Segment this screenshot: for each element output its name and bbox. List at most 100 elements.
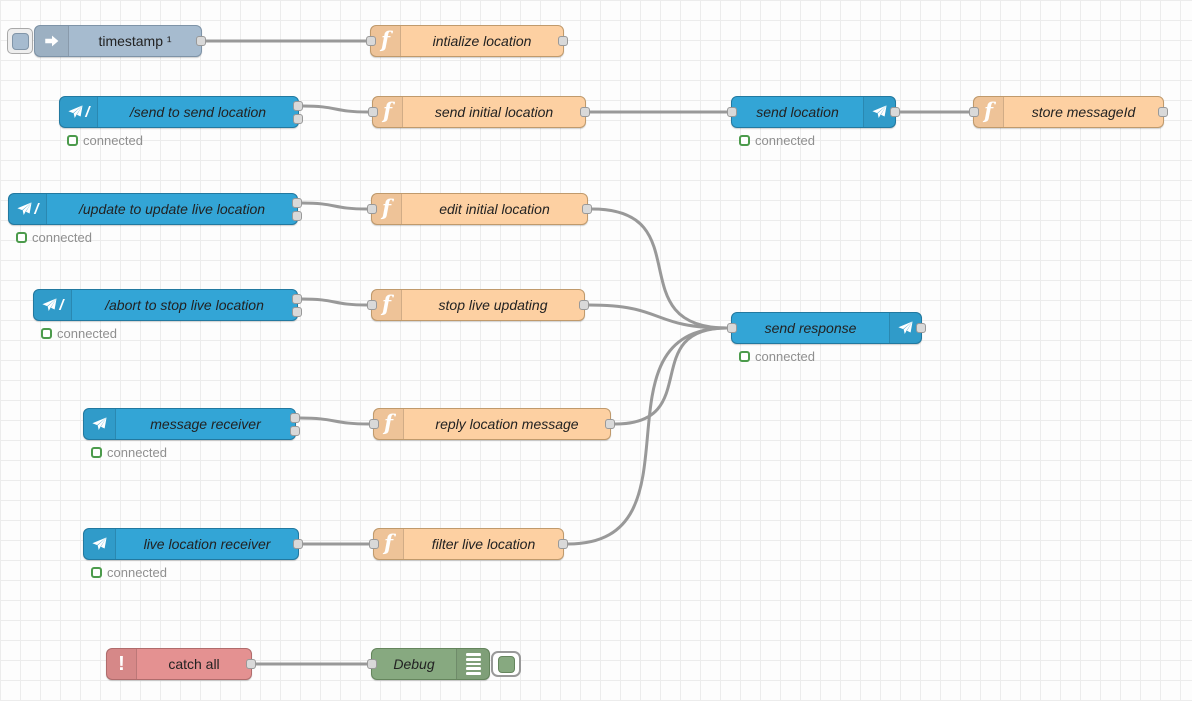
output-port[interactable] <box>890 107 900 117</box>
status-connected-icon <box>739 135 750 146</box>
node-label: stop live updating <box>438 296 548 313</box>
output-port[interactable] <box>558 36 568 46</box>
input-port[interactable] <box>969 107 979 117</box>
node-status: connected <box>16 230 92 245</box>
node-label: Debug <box>393 655 435 672</box>
output-port[interactable] <box>916 323 926 333</box>
function-icon: f <box>974 97 1004 127</box>
node-label: reply location message <box>435 415 579 432</box>
inject-arrow-icon <box>35 26 69 56</box>
input-port[interactable] <box>369 419 379 429</box>
status-text: connected <box>83 133 143 148</box>
input-port[interactable] <box>369 539 379 549</box>
wire[interactable] <box>300 297 369 307</box>
input-port[interactable] <box>367 204 377 214</box>
status-connected-icon <box>91 447 102 458</box>
wire[interactable] <box>587 303 729 330</box>
node-label: send location <box>756 103 839 120</box>
status-connected-icon <box>67 135 78 146</box>
output-port[interactable] <box>290 426 300 436</box>
node-debug[interactable]: Debug <box>367 648 521 680</box>
node-update-cmd[interactable]: //update to update live location <box>8 193 302 225</box>
output-port[interactable] <box>246 659 256 669</box>
status-text: connected <box>755 133 815 148</box>
node-label: live location receiver <box>143 535 271 552</box>
input-port[interactable] <box>366 36 376 46</box>
node-label: send initial location <box>434 103 554 120</box>
function-icon: f <box>372 194 402 224</box>
debug-toggle-button[interactable] <box>491 651 521 677</box>
node-send-initial[interactable]: f send initial location <box>368 96 590 128</box>
node-label: intialize location <box>432 32 532 49</box>
function-icon: f <box>374 529 404 559</box>
output-port[interactable] <box>290 413 300 423</box>
node-label: catch all <box>168 655 220 672</box>
telegram-plane-icon <box>863 97 895 127</box>
node-label: timestamp ¹ <box>98 32 172 49</box>
node-status: connected <box>739 349 815 364</box>
node-status: connected <box>739 133 815 148</box>
status-text: connected <box>57 326 117 341</box>
wire[interactable] <box>590 207 729 330</box>
output-port[interactable] <box>558 539 568 549</box>
output-port[interactable] <box>1158 107 1168 117</box>
debug-list-icon <box>456 649 489 679</box>
output-port[interactable] <box>605 419 615 429</box>
node-status: connected <box>91 565 167 580</box>
wire[interactable] <box>301 104 370 114</box>
telegram-command-icon: / <box>34 290 72 320</box>
input-port[interactable] <box>727 323 737 333</box>
output-port[interactable] <box>292 294 302 304</box>
inject-button[interactable] <box>7 28 33 54</box>
input-port[interactable] <box>727 107 737 117</box>
node-catch-all[interactable]: ! catch all <box>106 648 256 680</box>
output-port[interactable] <box>293 101 303 111</box>
telegram-command-icon: / <box>60 97 98 127</box>
output-port[interactable] <box>196 36 206 46</box>
output-port[interactable] <box>293 114 303 124</box>
node-send-cmd[interactable]: / /send to send location <box>59 96 303 128</box>
input-port[interactable] <box>367 659 377 669</box>
status-connected-icon <box>91 567 102 578</box>
wire[interactable] <box>566 326 729 546</box>
function-icon: f <box>374 409 404 439</box>
node-timestamp[interactable]: timestamp ¹ <box>7 25 206 57</box>
input-port[interactable] <box>368 107 378 117</box>
output-port[interactable] <box>582 204 592 214</box>
node-send-location[interactable]: send location <box>727 96 900 128</box>
output-port[interactable] <box>292 307 302 317</box>
node-message-receiver[interactable]: message receiver <box>83 408 300 440</box>
function-icon: f <box>373 97 403 127</box>
node-stop-live[interactable]: f stop live updating <box>367 289 589 321</box>
node-reply-location[interactable]: f reply location message <box>369 408 615 440</box>
node-init-location[interactable]: f intialize location <box>366 25 568 57</box>
node-edit-initial[interactable]: f edit initial location <box>367 193 592 225</box>
node-label: message receiver <box>150 415 261 432</box>
node-live-receiver[interactable]: live location receiver <box>83 528 303 560</box>
output-port[interactable] <box>579 300 589 310</box>
wire[interactable] <box>300 201 369 211</box>
function-icon: f <box>372 290 402 320</box>
output-port[interactable] <box>293 539 303 549</box>
wire[interactable] <box>298 416 371 426</box>
output-port[interactable] <box>580 107 590 117</box>
catch-icon: ! <box>107 649 137 679</box>
output-port[interactable] <box>292 211 302 221</box>
status-text: connected <box>107 565 167 580</box>
input-port[interactable] <box>367 300 377 310</box>
node-abort-cmd[interactable]: //abort to stop live location <box>33 289 302 321</box>
status-connected-icon <box>41 328 52 339</box>
node-label: /send to send location <box>129 103 267 120</box>
function-icon: f <box>371 26 401 56</box>
node-label: edit initial location <box>439 200 550 217</box>
wire[interactable] <box>613 326 729 426</box>
node-label: /update to update live location <box>78 200 266 217</box>
node-send-response[interactable]: send response <box>727 312 926 344</box>
debug-toggle-inner <box>497 655 515 673</box>
node-label: send response <box>764 319 857 336</box>
output-port[interactable] <box>292 198 302 208</box>
